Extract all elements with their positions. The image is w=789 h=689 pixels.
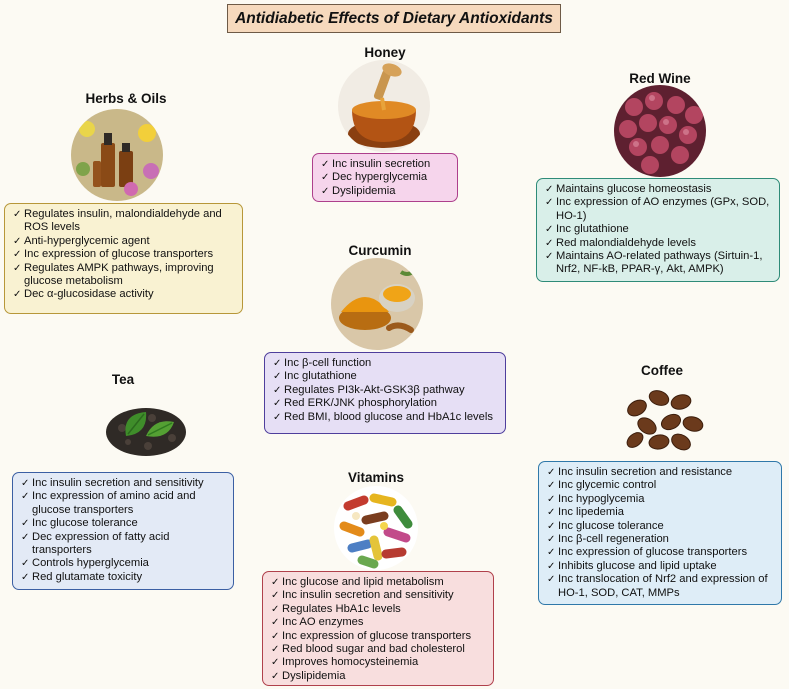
coffee-effect-item: Inc glycemic control [547,479,773,492]
tea-effect-item: Inc glucose tolerance [21,517,225,530]
coffee-effect-item: Inc lipedemia [547,506,773,519]
red-wine-effect-item: Maintains glucose homeostasis [545,183,771,196]
vitamins-effect-item: Inc insulin secretion and sensitivity [271,589,485,602]
coffee-effect-item: Inc hypoglycemia [547,493,773,506]
heading-honey: Honey [364,45,406,60]
honey-effect-item: Inc insulin secretion [321,158,449,171]
curcumin-effect-item: Red ERK/JNK phosphorylation [273,397,497,410]
tea-leaves-icon [102,384,190,462]
heading-tea: Tea [111,372,135,387]
tea-effect-item: Controls hyperglycemia [21,557,225,570]
vitamin-capsules-icon [334,486,418,570]
tea-effect-item: Red glutamate toxicity [21,571,225,584]
coffee-effect-item: Inc β-cell regeneration [547,533,773,546]
coffee-effects-card: Inc insulin secretion and resistance Inc… [538,461,782,605]
curcumin-effect-item: Inc glutathione [273,370,497,383]
heading-vitamins: Vitamins [347,470,405,485]
herbs-oils-effects-card: Regulates insulin, malondialdehyde and R… [4,203,243,314]
herbs-oils-effect-item: Inc expression of glucose transporters [13,248,234,261]
coffee-effect-item: Inc glucose tolerance [547,520,773,533]
vitamins-effect-item: Dyslipidemia [271,670,485,683]
coffee-effect-item: Inc expression of glucose transporters [547,546,773,559]
coffee-effect-item: Inc translocation of Nrf2 and expression… [547,573,773,600]
tea-effect-item: Inc insulin secretion and sensitivity [21,477,225,490]
tea-effect-item: Dec expression of fatty acid transporter… [21,531,225,558]
curcumin-effect-item: Inc β-cell function [273,357,497,370]
red-wine-effect-item: Inc glutathione [545,223,771,236]
vitamins-effect-item: Inc expression of glucose transporters [271,630,485,643]
vitamins-effect-item: Improves homocysteinemia [271,656,485,669]
turmeric-powder-icon [331,258,423,350]
red-grapes-icon [614,85,706,177]
herbs-oils-effect-item: Anti-hyperglycemic agent [13,235,234,248]
herbs-oils-effect-item: Regulates AMPK pathways, improving gluco… [13,262,234,289]
curcumin-effect-item: Regulates PI3k-Akt-GSK3β pathway [273,384,497,397]
heading-coffee: Coffee [640,363,683,378]
red-wine-effect-item: Red malondialdehyde levels [545,237,771,250]
curcumin-effect-item: Red BMI, blood glucose and HbA1c levels [273,411,497,424]
heading-red-wine: Red Wine [629,71,691,86]
curcumin-effects-card: Inc β-cell function Inc glutathione Regu… [264,352,506,434]
tea-effects-card: Inc insulin secretion and sensitivity In… [12,472,234,590]
coffee-effect-item: Inhibits glucose and lipid uptake [547,560,773,573]
diagram-title: Antidiabetic Effects of Dietary Antioxid… [227,4,561,33]
vitamins-effects-card: Inc glucose and lipid metabolism Inc ins… [262,571,494,686]
vitamins-effect-item: Regulates HbA1c levels [271,603,485,616]
coffee-effect-item: Inc insulin secretion and resistance [547,466,773,479]
red-wine-effect-item: Maintains AO-related pathways (Sirtuin-1… [545,250,771,277]
honey-effect-item: Dec hyperglycemia [321,171,449,184]
honey-effect-item: Dyslipidemia [321,185,449,198]
red-wine-effect-item: Inc expression of AO enzymes (GPx, SOD, … [545,196,771,223]
vitamins-effect-item: Inc glucose and lipid metabolism [271,576,485,589]
tea-effect-item: Inc expression of amino acid and glucose… [21,490,225,517]
essential-oil-bottles-icon [71,109,163,201]
heading-curcumin: Curcumin [348,243,412,258]
herbs-oils-effect-item: Dec α-glucosidase activity [13,288,234,301]
honey-dipper-icon [338,60,430,152]
herbs-oils-effect-item: Regulates insulin, malondialdehyde and R… [13,208,234,235]
vitamins-effect-item: Inc AO enzymes [271,616,485,629]
vitamins-effect-item: Red blood sugar and bad cholesterol [271,643,485,656]
heading-herbs-oils: Herbs & Oils [85,91,167,106]
red-wine-effects-card: Maintains glucose homeostasis Inc expres… [536,178,780,282]
coffee-beans-icon [619,378,707,458]
honey-effects-card: Inc insulin secretion Dec hyperglycemia … [312,153,458,202]
